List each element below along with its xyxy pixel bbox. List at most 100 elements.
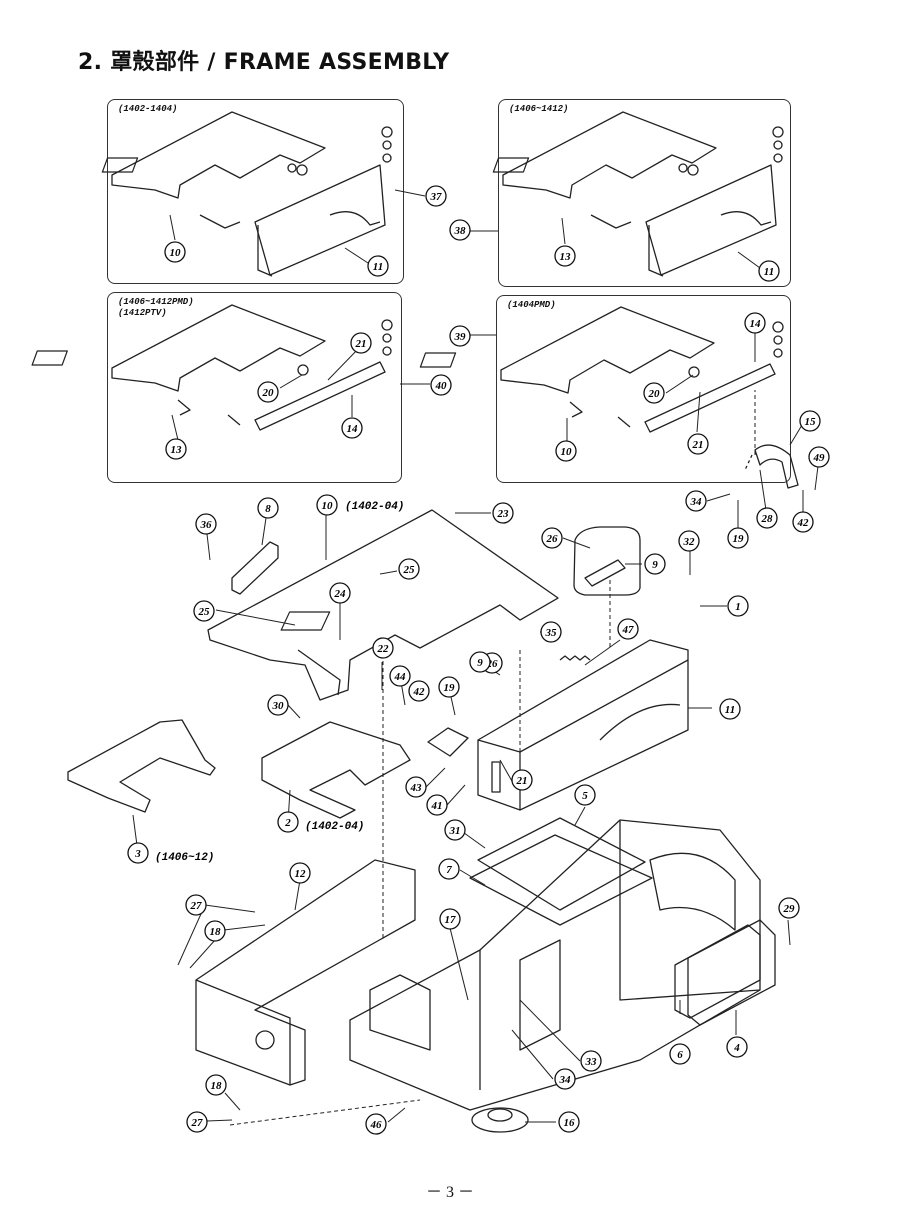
part-label-number: 4 [733, 1042, 740, 1054]
part-label-number: 37 [430, 191, 443, 203]
part-label-circle [164, 241, 186, 263]
part-label-circle [449, 325, 471, 347]
cover-plate-8 [231, 541, 279, 595]
part-label-circle [511, 769, 533, 791]
part-label-11: 11 [758, 260, 780, 282]
part-label-circle [267, 694, 289, 716]
part-label-circle [185, 894, 207, 916]
part-label-circle [405, 776, 427, 798]
part-label-38: 38 [449, 219, 471, 241]
part-label-number: 13 [560, 251, 572, 263]
part-label-number: 42 [797, 517, 810, 529]
inset-1-drawing [101, 111, 393, 277]
part-label-circle [554, 245, 576, 267]
part-label-number: 23 [497, 508, 510, 520]
part-label-circle [367, 255, 389, 277]
side-panel-4 [687, 919, 776, 1026]
part-label-circle [204, 920, 226, 942]
inset-label: (1402-1404) [118, 104, 178, 114]
base-plate-3 [67, 719, 216, 813]
part-label-circle [687, 433, 709, 455]
part-label-circle [316, 494, 338, 516]
part-label-25: 25 [193, 600, 215, 622]
part-label-circle [449, 219, 471, 241]
part-label-circle [398, 558, 420, 580]
part-label-number: 29 [783, 903, 796, 915]
part-label-number: 31 [449, 825, 461, 837]
part-label-18: 18 [205, 1074, 227, 1096]
part-label-circle [726, 1036, 748, 1058]
part-label-11: 11 [719, 698, 741, 720]
inset-1402-1404: (1402-1404) [107, 99, 404, 284]
shield-12 [195, 859, 416, 1086]
part-label-33: 33 [580, 1050, 602, 1072]
part-label-number: 20 [648, 388, 661, 400]
part-label-circle [643, 382, 665, 404]
part-label-14: 14 [744, 312, 766, 334]
part-label-10: 10 [555, 440, 577, 462]
part-label-circle [617, 618, 639, 640]
plate-5 [477, 817, 646, 911]
part-label-number: 25 [403, 564, 416, 576]
gasket-7 [469, 834, 653, 926]
part-label-number: 38 [454, 225, 467, 237]
inset-4-drawing [419, 306, 784, 433]
part-label-34: 34 [685, 490, 707, 512]
part-label-11: 11 [367, 255, 389, 277]
part-label-20: 20 [257, 381, 279, 403]
part-label-43: 43 [405, 776, 427, 798]
part-label-number: 1 [735, 601, 741, 613]
part-label-number: 41 [431, 800, 443, 812]
part-label-number: 33 [585, 1056, 598, 1068]
part-label-circle [727, 595, 749, 617]
inset-3-drawing [31, 304, 393, 431]
part-label-circle [644, 553, 666, 575]
part-label-49: 49 [808, 446, 830, 468]
machine-bed [349, 819, 761, 1111]
part-label-circle [365, 1113, 387, 1135]
part-label-28: 28 [756, 507, 778, 529]
bracket-9-box [573, 526, 641, 596]
part-label-circle [289, 862, 311, 884]
part-label-36: 36 [195, 513, 217, 535]
part-label-14: 14 [341, 417, 363, 439]
part-label-3: 3 [127, 842, 149, 864]
part-label-22: 22 [372, 637, 394, 659]
part-label-21: 21 [687, 433, 709, 455]
part-label-circle [425, 185, 447, 207]
part-label-number: 12 [295, 868, 307, 880]
part-label-circle [408, 680, 430, 702]
part-label-44: 44 [389, 665, 411, 687]
part-label-27: 27 [185, 894, 207, 916]
part-label-7: 7 [438, 858, 460, 880]
part-label-circle [555, 440, 577, 462]
part-label-31: 31 [444, 819, 466, 841]
part-label-17: 17 [439, 908, 461, 930]
part-label-9: 9 [644, 553, 666, 575]
part-label-25: 25 [398, 558, 420, 580]
part-label-41: 41 [426, 794, 448, 816]
part-label-circle [277, 811, 299, 833]
part-label-39: 39 [449, 325, 471, 347]
part-label-42: 42 [792, 511, 814, 533]
part-label-21: 21 [511, 769, 533, 791]
part-label-24: 24 [329, 582, 351, 604]
foot-16 [471, 1107, 529, 1133]
part-label-number: 25 [198, 606, 211, 618]
part-label-circle [426, 794, 448, 816]
part-label-number: 18 [211, 1080, 223, 1092]
part-label-2: 2 [277, 811, 299, 833]
part-label-number: 30 [272, 700, 285, 712]
part-label-circle [193, 600, 215, 622]
part-label-21: 21 [350, 332, 372, 354]
part-label-circle [799, 410, 821, 432]
caption-base-plate: (1402-04) [305, 821, 364, 833]
part-label-number: 10 [561, 446, 573, 458]
part-label-35: 35 [540, 621, 562, 643]
part-label-13: 13 [554, 245, 576, 267]
part-label-13: 13 [165, 438, 187, 460]
part-label-circle [165, 438, 187, 460]
part-label-4: 4 [726, 1036, 748, 1058]
part-label-number: 2 [284, 817, 291, 829]
